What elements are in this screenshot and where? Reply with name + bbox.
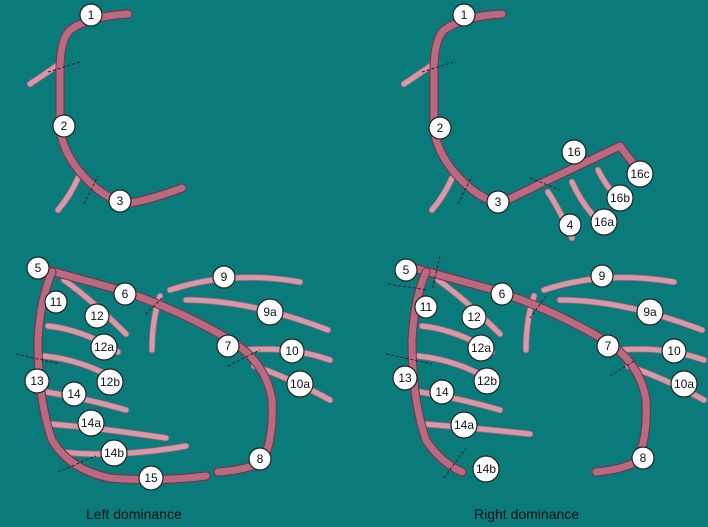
svg-text:14a: 14a — [454, 418, 474, 432]
segment-label: 14 — [430, 380, 454, 404]
svg-text:14b: 14b — [476, 462, 496, 476]
svg-text:14: 14 — [435, 385, 449, 399]
segment-label: 14b — [473, 456, 499, 482]
svg-text:16: 16 — [567, 145, 581, 159]
right-lca-vessels — [386, 256, 704, 478]
segment-label: 9 — [591, 265, 613, 287]
svg-text:12a: 12a — [471, 341, 491, 355]
svg-text:2: 2 — [61, 119, 68, 133]
segment-label: 12 — [462, 305, 486, 329]
segment-label: 3 — [109, 190, 131, 212]
segment-label: 13 — [393, 366, 417, 390]
svg-text:12b: 12b — [100, 375, 120, 389]
segment-label: 9 — [213, 266, 235, 288]
svg-text:12: 12 — [90, 309, 104, 323]
segment-label: 10a — [287, 371, 313, 397]
segment-label: 7 — [217, 335, 239, 357]
segment-label: 8 — [632, 447, 654, 469]
segment-label: 12a — [91, 334, 117, 360]
right-rca-labels: 1 2 3 4 16 16a 16b 16c — [429, 4, 653, 236]
svg-text:9: 9 — [221, 270, 228, 284]
segment-label: 5 — [395, 259, 417, 281]
svg-text:9: 9 — [599, 269, 606, 283]
segment-label: 2 — [429, 117, 451, 139]
svg-text:8: 8 — [640, 451, 647, 465]
svg-text:9a: 9a — [263, 305, 277, 319]
svg-text:15: 15 — [144, 471, 158, 485]
svg-text:7: 7 — [225, 339, 232, 353]
segment-label: 14a — [78, 410, 104, 436]
segment-label: 16 — [562, 140, 586, 164]
segment-label: 8 — [249, 448, 271, 470]
svg-text:10: 10 — [285, 344, 299, 358]
segment-label: 1 — [80, 4, 102, 26]
segment-label: 10 — [280, 339, 304, 363]
segment-label: 4 — [559, 214, 581, 236]
segment-label: 12b — [474, 368, 500, 394]
svg-text:4: 4 — [567, 218, 574, 232]
segment-label: 14 — [62, 382, 86, 406]
svg-text:6: 6 — [122, 287, 129, 301]
svg-text:7: 7 — [605, 339, 612, 353]
svg-text:13: 13 — [30, 374, 44, 388]
svg-text:11: 11 — [420, 300, 433, 314]
segment-label: 5 — [27, 257, 49, 279]
segment-label: 12 — [85, 304, 109, 328]
segment-label: 10 — [662, 339, 686, 363]
svg-text:12b: 12b — [477, 374, 497, 388]
segment-label: 14a — [451, 412, 477, 438]
left-dominance-caption: Left dominance — [86, 506, 182, 522]
segment-label: 11 — [45, 291, 67, 313]
segment-label: 1 — [453, 4, 475, 26]
svg-text:10a: 10a — [290, 377, 310, 391]
svg-text:3: 3 — [495, 195, 502, 209]
svg-text:16a: 16a — [594, 215, 614, 229]
segment-label: 7 — [597, 335, 619, 357]
svg-text:10a: 10a — [674, 377, 694, 391]
svg-text:14: 14 — [67, 387, 81, 401]
svg-text:14a: 14a — [81, 416, 101, 430]
svg-text:10: 10 — [667, 344, 681, 358]
segment-label: 2 — [53, 115, 75, 137]
svg-text:12a: 12a — [94, 340, 114, 354]
svg-text:1: 1 — [461, 8, 468, 22]
segment-label: 3 — [487, 191, 509, 213]
svg-text:3: 3 — [117, 194, 124, 208]
svg-text:9a: 9a — [643, 305, 657, 319]
segment-label: 15 — [139, 466, 163, 490]
svg-text:16b: 16b — [610, 191, 630, 205]
segment-label: 10a — [671, 371, 697, 397]
segment-label: 11 — [415, 296, 437, 318]
left-rca-vessels — [30, 14, 182, 210]
right-dominance-caption: Right dominance — [474, 506, 579, 522]
svg-text:16c: 16c — [630, 167, 649, 181]
segment-label: 12a — [468, 335, 494, 361]
svg-text:8: 8 — [257, 452, 264, 466]
svg-text:6: 6 — [499, 287, 506, 301]
segment-label: 9a — [637, 299, 663, 325]
segment-label: 12b — [97, 369, 123, 395]
svg-text:2: 2 — [437, 121, 444, 135]
svg-text:12: 12 — [467, 310, 481, 324]
segment-label: 14b — [101, 440, 127, 466]
svg-text:5: 5 — [403, 263, 410, 277]
svg-text:11: 11 — [50, 295, 63, 309]
svg-text:13: 13 — [398, 371, 412, 385]
segment-label: 16a — [591, 209, 617, 235]
segment-label: 9a — [257, 299, 283, 325]
svg-text:5: 5 — [35, 261, 42, 275]
segment-label: 16b — [607, 185, 633, 211]
segment-label: 13 — [25, 369, 49, 393]
segment-label: 6 — [491, 283, 513, 305]
svg-text:14b: 14b — [104, 446, 124, 460]
svg-text:1: 1 — [88, 8, 95, 22]
segment-label: 6 — [114, 283, 136, 305]
segment-label: 16c — [627, 161, 653, 187]
